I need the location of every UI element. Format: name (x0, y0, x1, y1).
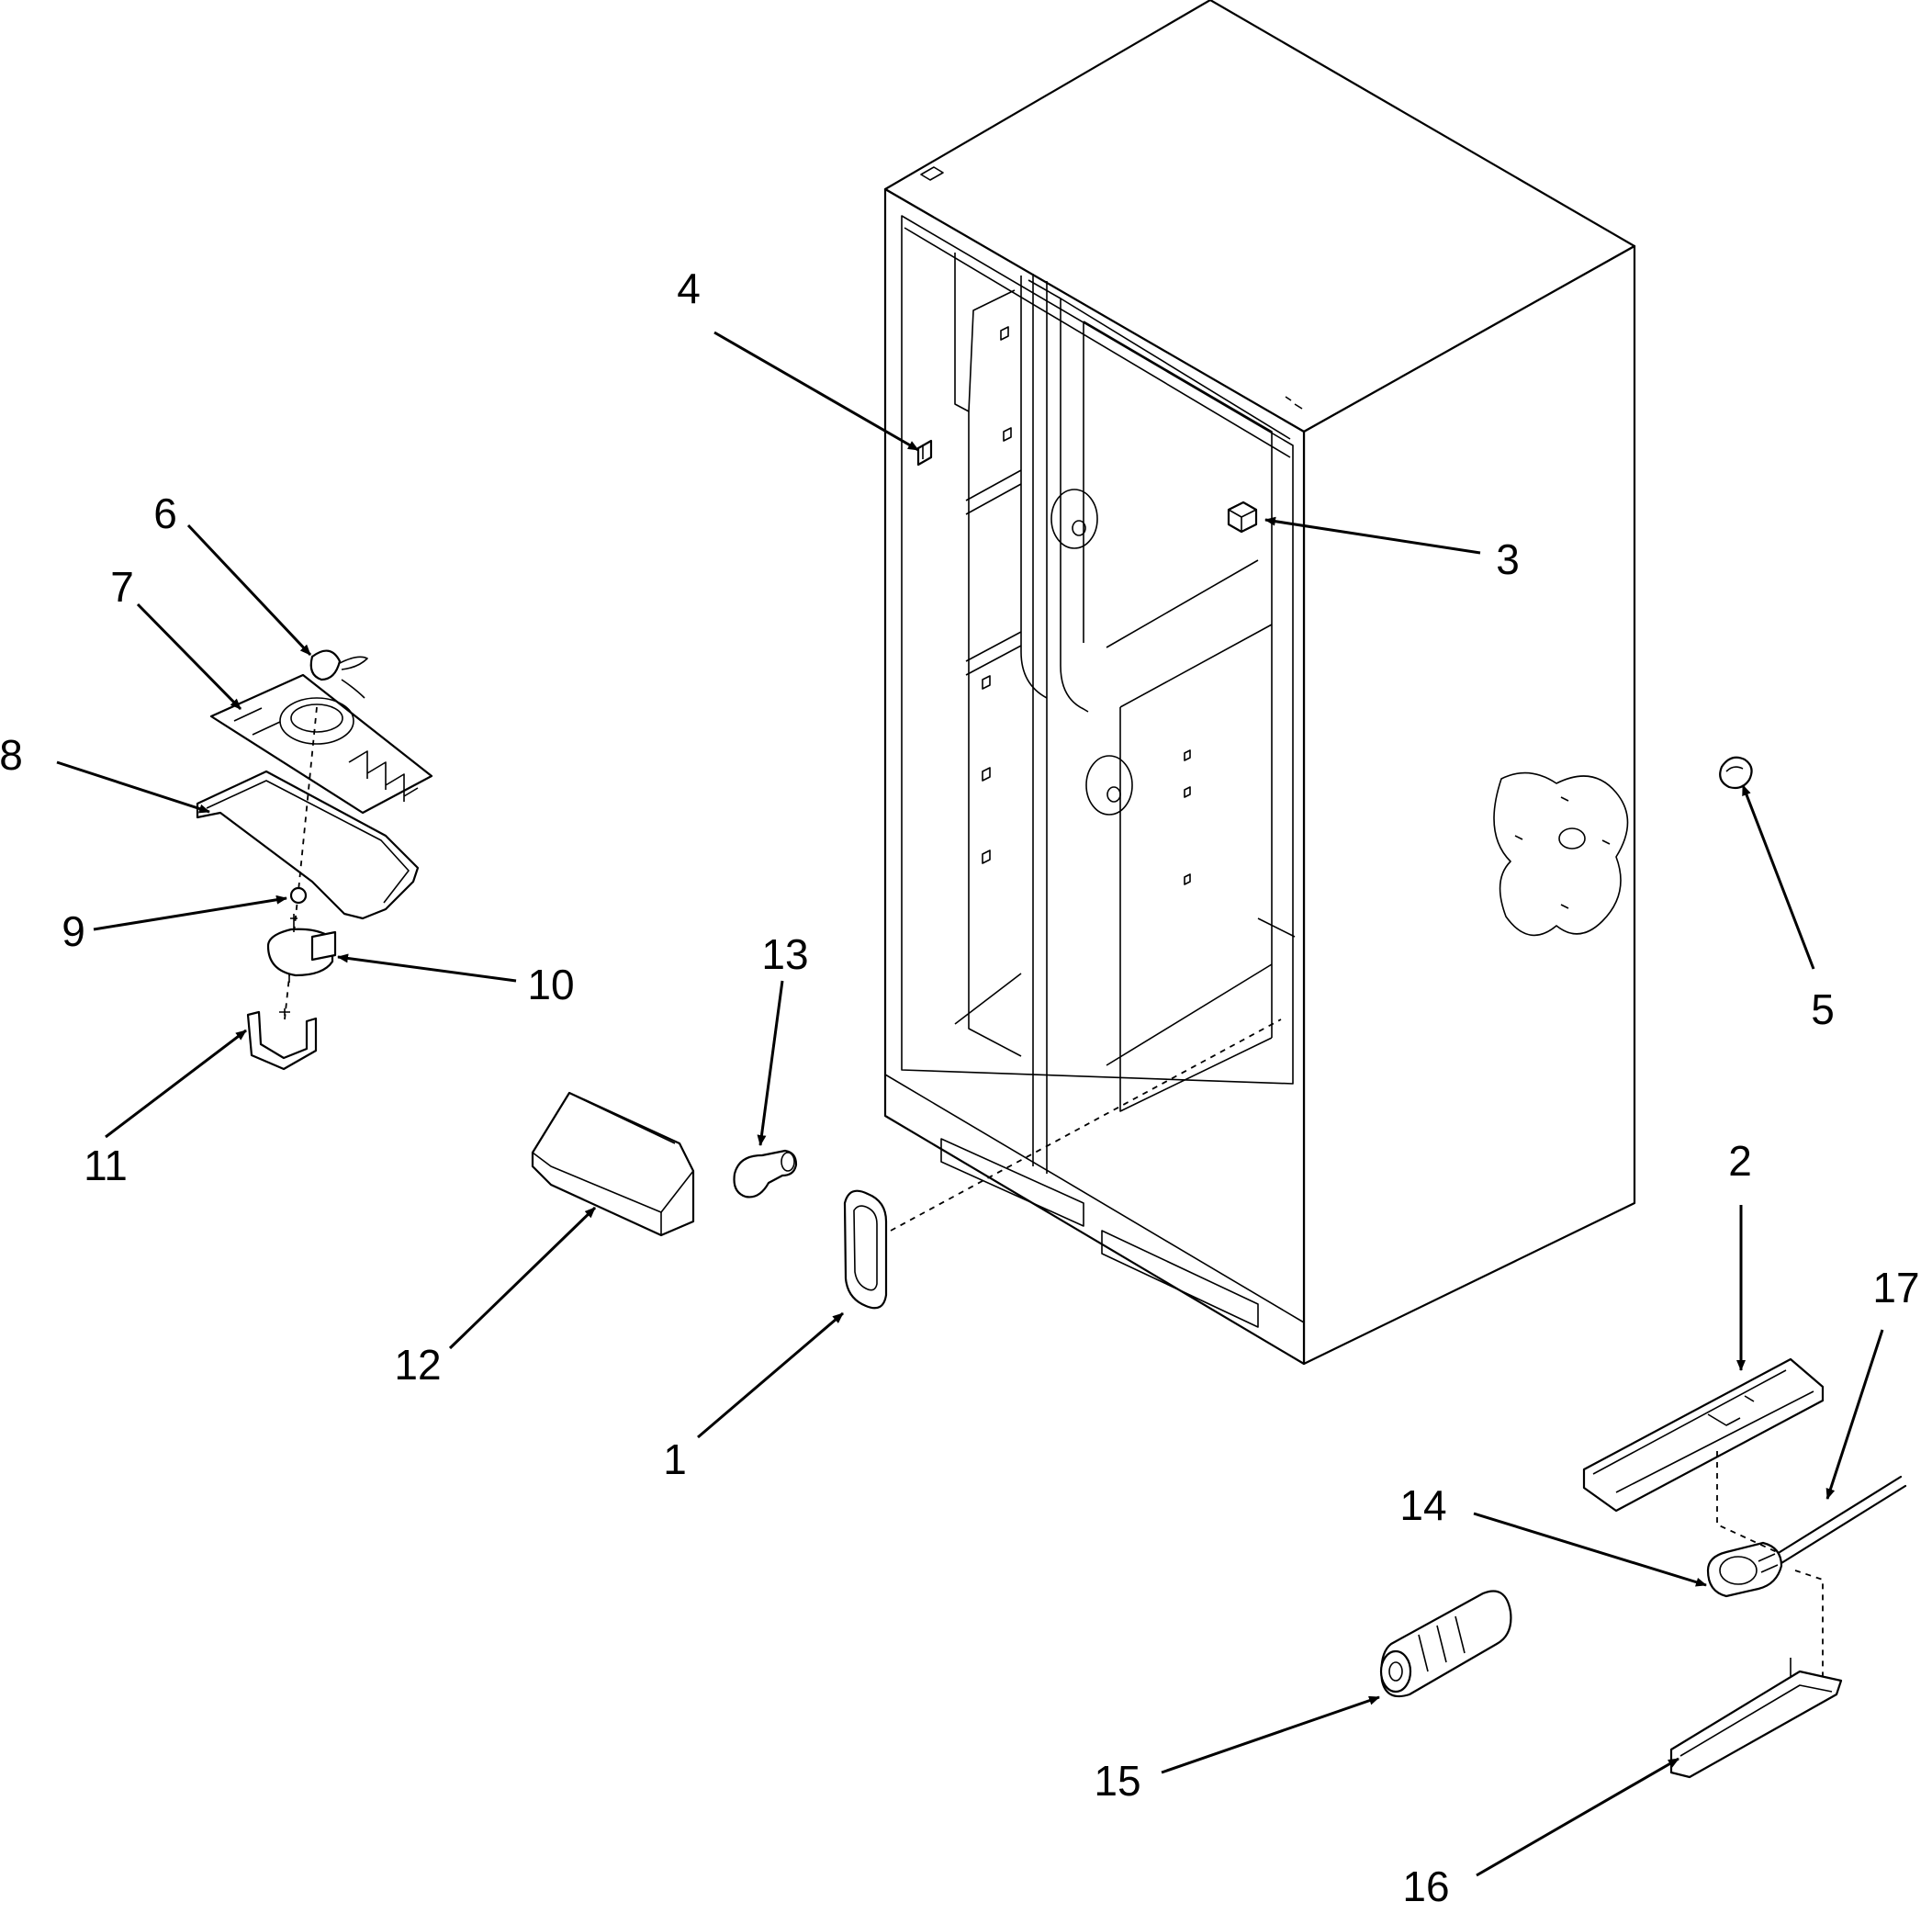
part-3-clip (1227, 501, 1258, 534)
callout-1: 1 (663, 1435, 687, 1483)
leader-arrow-1 (697, 1311, 844, 1439)
leader-arrow-7 (136, 602, 242, 711)
part-13-nozzle (733, 1149, 798, 1198)
callout-6: 6 (153, 490, 177, 537)
leader-arrow-10 (337, 953, 517, 983)
assembly-line-filter-upper (1716, 1451, 1778, 1553)
callout-14: 14 (1399, 1481, 1446, 1529)
leader-arrow-12 (448, 1206, 597, 1350)
part-1-bezel (843, 1189, 888, 1310)
part-15-filter (1379, 1590, 1512, 1698)
leader-arrow-15 (1161, 1695, 1380, 1774)
callout-8: 8 (0, 731, 23, 779)
leader-arrow-5 (1741, 784, 1815, 970)
callout-2: 2 (1728, 1137, 1752, 1185)
callout-4: 4 (677, 264, 701, 312)
part-14-filter-head (1706, 1541, 1783, 1598)
callout-5: 5 (1811, 985, 1835, 1033)
assembly-line-filter-lower (1794, 1570, 1824, 1681)
leader-arrow-13 (757, 980, 784, 1146)
leader-arrow-3 (1264, 516, 1481, 555)
part-10-fan-motor (266, 914, 337, 983)
leader-arrows (56, 331, 1884, 1877)
part-8-gasket (196, 770, 420, 920)
leader-arrow-17 (1825, 1329, 1884, 1500)
assembly-line-bezel (890, 1018, 1282, 1232)
callout-11: 11 (84, 1142, 128, 1189)
callout-3: 3 (1496, 535, 1520, 583)
leader-arrow-11 (105, 1029, 247, 1139)
callout-16: 16 (1402, 1862, 1449, 1910)
side-panel-cutout (1493, 771, 1629, 937)
leader-arrow-9 (93, 895, 287, 931)
part-11-bracket (246, 1008, 318, 1071)
part-17-tube (1775, 1475, 1907, 1565)
part-4-clip (916, 439, 933, 467)
part-5-plug (1719, 756, 1753, 790)
leader-arrow-4 (713, 331, 919, 452)
part-6-fan-blade (309, 649, 368, 699)
leader-arrow-16 (1476, 1757, 1679, 1877)
part-7-cover (209, 673, 433, 815)
leader-arrow-6 (186, 523, 312, 657)
part-9-nut (289, 886, 308, 905)
part-16-cover (1669, 1658, 1843, 1779)
callout-12: 12 (394, 1341, 441, 1389)
refrigerator-cabinet (883, 0, 1636, 1366)
part-2-bracket (1582, 1357, 1825, 1513)
part-12-housing (531, 1091, 695, 1237)
callout-9: 9 (62, 907, 85, 955)
leader-arrow-8 (56, 760, 210, 814)
callout-7: 7 (110, 563, 134, 611)
leader-arrow-14 (1473, 1512, 1707, 1587)
callout-15: 15 (1094, 1757, 1140, 1805)
callout-17: 17 (1872, 1264, 1919, 1311)
callout-labels: 1 2 3 4 5 6 7 8 9 10 11 12 13 14 15 16 1… (0, 264, 1920, 1910)
callout-13: 13 (761, 930, 808, 978)
callout-10: 10 (527, 961, 574, 1008)
